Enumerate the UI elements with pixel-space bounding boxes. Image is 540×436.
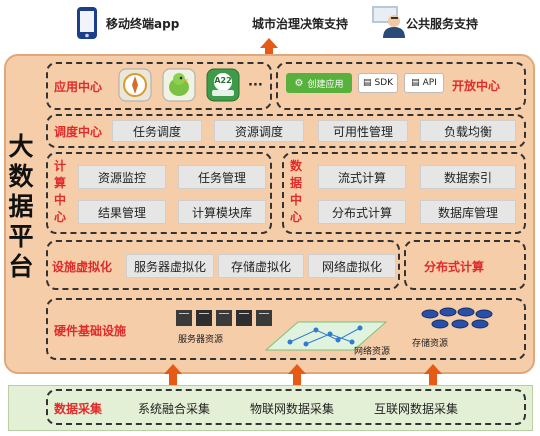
data-index-item[interactable]: 数据索引 (420, 165, 516, 189)
public-service-label: 公共服务支持 (406, 17, 479, 31)
data-collection-box (46, 389, 526, 425)
availability-management-item[interactable]: 可用性管理 (318, 120, 408, 142)
collection-arrow-right-stem (429, 374, 437, 385)
app-center-box (46, 62, 272, 110)
compute-center-box (46, 152, 272, 234)
data-collection-title: 数据采集 (54, 402, 103, 416)
hardware-infrastructure-title: 硬件基础设施 (54, 324, 127, 338)
city-governance-label: 城市治理决策支持 (252, 17, 349, 31)
stream-computing-item[interactable]: 流式计算 (318, 165, 406, 189)
data-center-title: 数据中心 (290, 159, 303, 224)
output-arrow-stem (265, 48, 273, 55)
resource-monitoring-item[interactable]: 资源监控 (78, 165, 166, 189)
resource-scheduling-item[interactable]: 资源调度 (214, 120, 304, 142)
database-management-item[interactable]: 数据库管理 (420, 200, 516, 224)
document-icon: ▤ (411, 78, 420, 88)
compass-app-icon[interactable] (118, 68, 152, 102)
distributed-computing-item[interactable]: 分布式计算 (318, 200, 406, 224)
collection-arrow-middle-stem (293, 374, 301, 385)
bird-app-icon[interactable] (162, 68, 196, 102)
system-fusion-collection[interactable]: 系统融合采集 (138, 402, 211, 416)
create-app-button[interactable]: ⚙ 创建应用 (286, 73, 352, 93)
distributed-computing-box (404, 240, 526, 290)
a22-badge-text: A22 (214, 76, 232, 85)
task-management-item[interactable]: 任务管理 (178, 165, 266, 189)
task-scheduling-item[interactable]: 任务调度 (112, 120, 202, 142)
storage-virtualization-item[interactable]: 存储虚拟化 (218, 254, 304, 278)
api-button[interactable]: ▤ API (404, 73, 444, 93)
distributed-computing-title: 分布式计算 (424, 260, 485, 274)
mobile-phone-icon (76, 6, 98, 40)
storage-resources-label: 存储资源 (412, 339, 449, 349)
api-label: API (422, 78, 437, 88)
network-topology-icon (260, 316, 390, 354)
open-center-title: 开放中心 (452, 79, 501, 93)
compute-module-library-item[interactable]: 计算模块库 (178, 200, 266, 224)
server-rack-icon (176, 308, 272, 328)
collection-arrow-middle-icon (288, 364, 306, 374)
create-app-label: 创建应用 (307, 79, 344, 90)
app-center-title: 应用中心 (54, 80, 103, 94)
open-center-box (276, 62, 526, 110)
more-apps-ellipsis[interactable]: ··· (248, 78, 263, 93)
public-service-person-icon (372, 4, 406, 38)
iot-data-collection[interactable]: 物联网数据采集 (250, 402, 335, 416)
document-icon: ▤ (362, 78, 372, 88)
server-virtualization-item[interactable]: 服务器虚拟化 (126, 254, 214, 278)
hardware-infrastructure-box (46, 298, 526, 360)
scheduling-center-box (46, 114, 526, 148)
network-virtualization-item[interactable]: 网络虚拟化 (308, 254, 396, 278)
virtualization-title: 设施虚拟化 (52, 260, 113, 274)
load-balancing-item[interactable]: 负载均衡 (420, 120, 516, 142)
data-center-box (282, 152, 526, 234)
gear-icon: ⚙ (294, 77, 304, 89)
virtualization-box (46, 240, 400, 290)
server-resources-label: 服务器资源 (178, 335, 224, 345)
mobile-app-label: 移动终端app (106, 17, 180, 31)
compute-center-title: 计算中心 (54, 159, 67, 224)
network-resources-label: 网络资源 (354, 347, 391, 357)
sdk-label: SDK (374, 78, 394, 88)
scheduling-center-title: 调度中心 (54, 125, 103, 139)
sdk-button[interactable]: ▤ SDK (358, 73, 398, 93)
internet-data-collection[interactable]: 互联网数据采集 (374, 402, 459, 416)
collection-arrow-left-icon (164, 364, 182, 374)
platform-title: 大数据平台 (8, 132, 34, 281)
result-management-item[interactable]: 结果管理 (78, 200, 166, 224)
output-arrow-icon (260, 38, 278, 48)
a22-app-icon[interactable]: A22 (206, 68, 240, 102)
collection-arrow-left-stem (169, 374, 177, 385)
collection-arrow-right-icon (424, 364, 442, 374)
storage-disks-icon (420, 304, 500, 332)
